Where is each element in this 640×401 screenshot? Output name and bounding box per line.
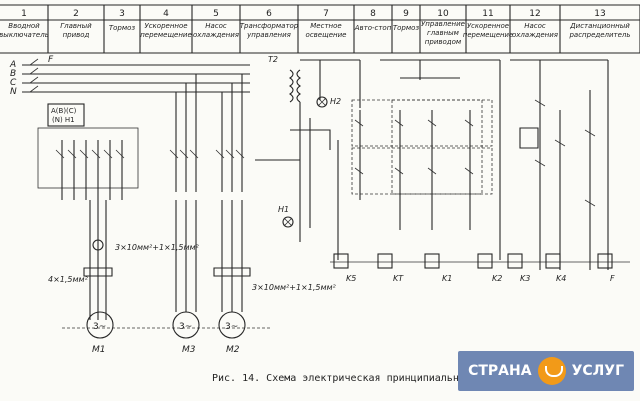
transformer-circuit: T2 H2 H1 [255,55,361,242]
header-column-number: 1 [21,9,27,19]
main-drive-circuit: A(B)(C) (N) H1 3×10мм²+1×1,5мм² 4×1,5мм² [37,103,200,320]
coil-kt [377,253,393,269]
header-column-number: 8 [370,9,376,19]
motor-m1-label: M1 [92,345,106,355]
coil-f [597,253,613,269]
watermark-text-right: УСЛУГ [571,363,624,379]
contactors-k3-k4 [169,74,245,192]
header-column-label: Тормоз [109,24,136,32]
phase-label-n: N [10,87,17,97]
header-column-number: 5 [213,9,219,19]
svg-text:3~: 3~ [93,322,106,332]
header-column-label: Трансформатор [240,22,299,30]
svg-text:A(B)(C): A(B)(C) [51,107,77,115]
header-column-number: 11 [482,9,493,19]
phase-label-c: C [10,78,17,88]
lamp-h2-label: H2 [330,97,341,106]
header-column-label: освещение [306,31,347,39]
relay-blocks [337,59,500,260]
header-column-label: охлаждения [193,31,239,39]
header-column-label: охлаждения [512,31,558,39]
header-column-number: 10 [437,9,449,19]
header-column-number: 4 [163,9,169,19]
coil-label-k2: K2 [492,274,502,283]
header-column-number: 9 [403,9,409,19]
header-column-number: 12 [529,9,540,19]
header-column-label: Вводной [8,22,40,30]
header-column-label: Насос [524,22,546,30]
coil-k3 [507,253,523,269]
header-column-label: главным [427,29,460,37]
wire-note-1: 3×10мм²+1×1,5мм² [115,243,200,252]
figure-caption: Рис. 14. Схема электрическая принципиаль… [212,373,471,384]
watermark-text-left: СТРАНА [468,363,532,379]
header-column-label: Дистанционный [569,22,630,30]
control-right [499,59,609,270]
header-column-label: Управление [421,20,465,28]
svg-text:(N) H1: (N) H1 [52,116,75,124]
svg-text:3~: 3~ [179,322,192,332]
coil-label-f: F [610,274,615,283]
header-column-label: распределитель [568,31,630,39]
phase-label-a: A [9,60,16,70]
coil-k4 [545,253,561,269]
header-column-label: выключатель [0,31,49,39]
header-column-label: Местное [310,22,341,30]
motors: 3~ M1 3~ M3 3~ M2 3×10мм²+1×1,5мм² [62,200,337,355]
header-column-label: перемещение [140,31,192,39]
coil-k5 [333,253,349,269]
header-column-label: Главный [60,22,92,30]
coil-label-k1: K1 [442,274,452,283]
header-column-number: 13 [594,9,605,19]
motor-m2-label: M2 [226,345,240,355]
coil-label-k3: K3 [520,274,530,283]
header-column-label: привод [63,31,90,39]
coil-label-k5: K5 [346,274,356,283]
header-column-label: Насос [205,22,227,30]
watermark-logo: СТРАНА УСЛУГ [458,351,634,391]
header-column-label: Авто-стоп [354,24,392,32]
header-column-label: Ускоренное [467,22,509,30]
lamp-h1-label: H1 [278,205,289,214]
header-column-label: Ускоренное [144,22,187,30]
coil-k2 [477,253,493,269]
coil-label-k4: K4 [556,274,566,283]
header-column-label: Тормоз [393,24,420,32]
svg-text:3~: 3~ [225,322,238,332]
header-column-label: управления [246,31,291,39]
coil-row: K5 KT K1 K2 K3 K4 F [330,253,630,283]
header-column-label: приводом [425,38,462,46]
header-column-number: 6 [266,9,272,19]
motor-m3-label: M3 [182,345,196,355]
header-column-number: 2 [73,9,79,19]
coil-k1 [424,253,440,269]
header-column-number: 7 [323,9,329,19]
handshake-icon [537,357,566,385]
header-column-number: 3 [119,9,125,19]
wire-note-2: 4×1,5мм² [48,275,89,284]
phase-label-b: B [10,69,16,79]
switch-label: F [48,55,54,65]
phase-buses: A B C N F [9,55,250,97]
wire-note-3: 3×10мм²+1×1,5мм² [252,283,337,292]
header-column-label: перемещение [463,31,513,39]
coil-label-kt: KT [393,274,404,283]
transformer-label: T2 [268,55,278,64]
